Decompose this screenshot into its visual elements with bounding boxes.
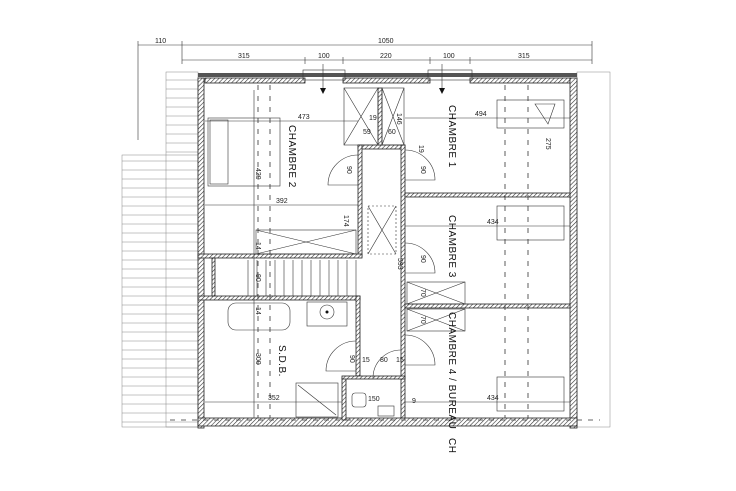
dim-seg4: 100 — [443, 53, 455, 60]
dim-19b: 19 — [417, 145, 424, 153]
dim-c1-depth: 275 — [544, 138, 551, 150]
dim-seg1: 315 — [238, 53, 250, 60]
dim-14a: 14 — [254, 242, 261, 250]
dim-60: 60 — [388, 129, 396, 136]
dim-80: 80 — [380, 357, 388, 364]
dim-c2-depth: 429 — [254, 168, 261, 180]
interior-walls — [197, 87, 571, 421]
bed-chambre-3 — [496, 205, 565, 241]
attic-hatch — [367, 205, 397, 255]
dim-sdb-depth: 300 — [254, 353, 261, 365]
exterior-walls — [197, 73, 578, 429]
sink — [306, 301, 348, 327]
dim-door-90b: 90 — [419, 166, 426, 174]
roof-right — [576, 71, 611, 428]
dim-door-90c: 90 — [419, 255, 426, 263]
room-label-chambre-2: CHAMBRE 2 — [286, 125, 297, 188]
bed-chambre-2 — [207, 117, 281, 187]
window-left — [302, 64, 346, 94]
dim-9: 9 — [412, 398, 416, 405]
dim-seg2: 100 — [318, 53, 330, 60]
dim-overall-left: 110 — [155, 38, 166, 45]
dim-15b: 15 — [396, 357, 404, 364]
dim-door-90a: 90 — [345, 166, 352, 174]
bed-chambre-4 — [496, 376, 565, 412]
dim-70b: 70 — [419, 316, 426, 324]
dim-c1-width: 494 — [475, 111, 487, 118]
bathtub — [227, 302, 291, 331]
dim-15a: 15 — [362, 357, 370, 364]
dim-19: 19 — [369, 115, 377, 122]
dim-70a: 70 — [419, 289, 426, 297]
dim-door-90d: 90 — [348, 355, 355, 363]
toilet — [351, 392, 395, 417]
bed-chambre-1 — [496, 99, 565, 129]
dim-146: 146 — [395, 113, 402, 125]
window-right — [427, 64, 473, 94]
dim-overall: 1050 — [378, 38, 394, 45]
dim-c4-width: 434 — [487, 395, 499, 402]
room-dimension-lines — [205, 90, 570, 418]
dim-c2-lower: 392 — [276, 198, 288, 205]
roof-left — [121, 71, 199, 428]
room-label-partial: CH — [446, 438, 457, 453]
slope-lines — [170, 85, 600, 421]
doors — [325, 149, 436, 379]
dim-seg3: 220 — [380, 53, 392, 60]
stairs — [247, 260, 357, 296]
dim-seg5: 315 — [518, 53, 530, 60]
closets — [255, 87, 466, 332]
dim-sdb-width: 352 — [268, 395, 280, 402]
dim-14b: 14 — [254, 307, 261, 315]
shower — [295, 382, 339, 418]
dim-59: 59 — [363, 129, 371, 136]
room-label-chambre-4: CHAMBRE 4 / BUREAU — [446, 312, 457, 429]
room-label-chambre-1: CHAMBRE 1 — [446, 105, 457, 168]
dim-corridor: 593 — [396, 258, 403, 270]
room-label-sdb: S.D.B. — [276, 345, 287, 377]
dim-174: 174 — [342, 215, 349, 227]
dim-wc: 150 — [368, 396, 380, 403]
room-label-chambre-3: CHAMBRE 3 — [446, 215, 457, 278]
dim-c3-width: 434 — [487, 219, 499, 226]
dim-90-stair: 90 — [254, 274, 261, 282]
dimension-lines — [137, 41, 593, 140]
dim-c2-width: 473 — [298, 114, 310, 121]
